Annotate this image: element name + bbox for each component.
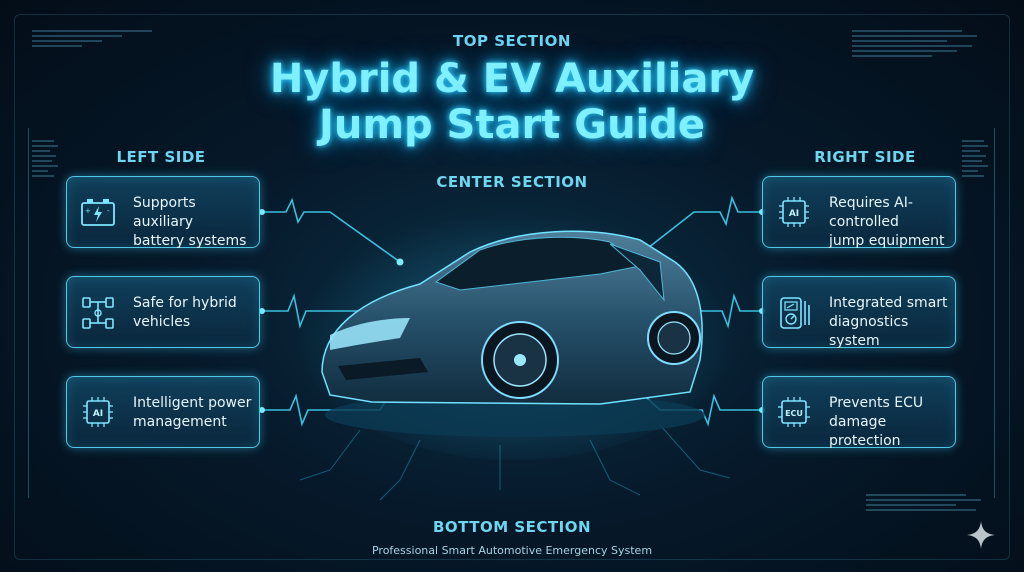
svg-text:+: + <box>85 207 91 215</box>
title-line-1: Hybrid & EV Auxiliary <box>269 56 755 102</box>
footer-tagline: Professional Smart Automotive Emergency … <box>371 544 653 557</box>
sparkle-icon <box>967 521 995 549</box>
connector-line-left-1 <box>262 197 401 263</box>
svg-text:-: - <box>107 207 110 215</box>
hud-block-right <box>962 140 992 180</box>
ecu-chip-icon: ECU <box>778 397 810 427</box>
svg-text:AI: AI <box>93 409 103 419</box>
right-frame-line <box>994 128 995 498</box>
ai-chip-icon: AI <box>83 397 113 427</box>
hud-block-top-left <box>32 30 172 50</box>
chassis-icon <box>82 297 114 329</box>
left-side-label: LEFT SIDE <box>116 148 206 166</box>
battery-icon: + - <box>81 199 115 226</box>
connector-line-right-1 <box>629 195 762 263</box>
bottom-section-label: BOTTOM SECTION <box>432 518 592 536</box>
page-title: Hybrid & EV Auxiliary Jump Start Guide <box>212 56 812 148</box>
multimeter-icon <box>780 297 810 329</box>
right-side-label: RIGHT SIDE <box>814 148 916 166</box>
ai-chip-icon: AI <box>779 197 809 227</box>
svg-text:ECU: ECU <box>785 409 803 418</box>
hud-block-bottom-right <box>866 494 986 514</box>
outer-frame <box>14 14 1010 560</box>
center-section-label: CENTER SECTION <box>436 173 588 191</box>
hud-block-left <box>32 140 62 180</box>
left-frame-line <box>28 128 29 498</box>
title-line-2: Jump Start Guide <box>318 102 706 148</box>
car-illustration <box>295 200 735 460</box>
hud-block-top-right <box>852 30 982 60</box>
top-section-label: TOP SECTION <box>453 32 571 50</box>
svg-text:AI: AI <box>789 209 799 219</box>
